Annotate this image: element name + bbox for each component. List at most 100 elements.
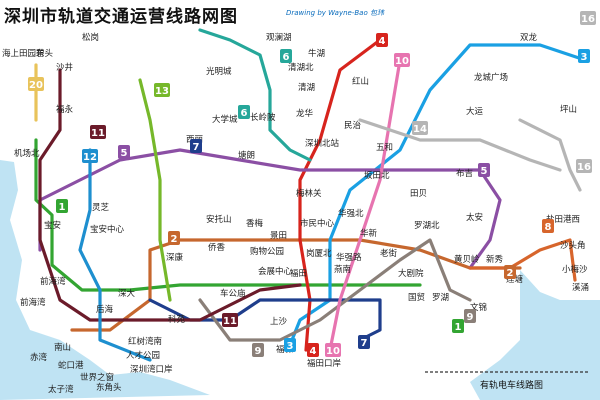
station-label: 坪山 <box>560 104 577 115</box>
line-badge-label: 7 <box>361 338 368 349</box>
station-label: 福田 <box>290 268 307 279</box>
line-badge-label: 20 <box>29 80 43 91</box>
metro-line-1 <box>34 138 422 292</box>
station-label: 盐田港西 <box>546 214 580 225</box>
station-label: 清湖 <box>298 82 315 93</box>
station-label: 华新 <box>360 228 378 239</box>
station-label: 溪涌 <box>572 282 589 293</box>
line-badge-line-9: 9 <box>252 343 264 357</box>
line-badge-label: 1 <box>59 202 66 213</box>
line-badge-label: 7 <box>193 142 200 153</box>
station-label: 双龙 <box>520 32 538 43</box>
line-badge-line-3-north: 3 <box>578 49 590 63</box>
station-label: 红树湾南 <box>128 336 162 347</box>
line-badge-label: 11 <box>91 128 105 139</box>
station-label: 田贝 <box>410 189 427 199</box>
station-label: 小梅沙 <box>562 264 588 275</box>
metro-line-5 <box>38 148 502 270</box>
station-label: 牛湖 <box>308 48 325 59</box>
line-badge-line-11-north: 11 <box>90 125 106 139</box>
metro-line-9 <box>198 238 472 342</box>
line-badge-line-1-east: 1 <box>452 319 464 333</box>
station-label: 观澜湖 <box>266 33 292 43</box>
station-label: 太子湾 <box>48 384 74 395</box>
station-label: 赤湾 <box>30 352 48 363</box>
station-label: 罗湖北 <box>414 221 440 231</box>
station-label: 太安 <box>466 212 483 223</box>
station-label: 龙华 <box>296 108 314 119</box>
station-label: 上沙 <box>270 317 288 327</box>
line-badge-label: 1 <box>455 322 462 333</box>
line-badge-line-2-west: 2 <box>168 231 180 245</box>
line-badge-label: 2 <box>507 268 514 279</box>
station-label: 福田口岸 <box>307 358 342 369</box>
station-label: 世界之窗 <box>80 372 114 383</box>
station-layer: 海上田园东 碧头 沙井 福永 机场北 宝安 前海湾 后海 南山 世界之窗 深大 … <box>2 32 589 395</box>
line-badge-label: 2 <box>171 234 178 245</box>
line-badge-line-8: 8 <box>542 219 554 233</box>
line-badge-label: 11 <box>223 316 237 327</box>
station-label: 莲塘 <box>506 274 524 285</box>
station-label: 红山 <box>352 76 369 87</box>
line-badge-label: 8 <box>545 222 552 233</box>
metro-line-11 <box>38 68 302 322</box>
station-label: 市民中心 <box>300 218 335 229</box>
tram-legend-label: 有轨电车线路图 <box>480 379 543 391</box>
line-badge-label: 5 <box>121 148 128 159</box>
station-label: 福永 <box>56 104 74 115</box>
line-badge-label: 4 <box>379 36 386 47</box>
line-badge-line-5-west: 5 <box>118 145 130 159</box>
station-label: 塘朗 <box>238 150 255 161</box>
station-label: 大运 <box>466 106 484 117</box>
station-label: 东角头 <box>96 382 122 393</box>
station-label: 梅林关 <box>296 188 322 199</box>
station-label: 文锦 <box>470 302 487 313</box>
station-label: 深大 <box>118 288 136 299</box>
line-badge-line-13: 13 <box>154 83 170 97</box>
station-label: 松岗 <box>82 32 99 43</box>
station-label: 民治 <box>344 120 362 131</box>
station-label: 科苑 <box>168 314 186 325</box>
station-label: 人才公园 <box>126 350 160 361</box>
map-credit: Drawing by Wayne-Bao 包玮 <box>286 9 384 17</box>
station-label: 老街 <box>380 248 398 259</box>
station-label: 光明城 <box>206 66 232 77</box>
line-badge-line-3-south: 3 <box>284 338 296 352</box>
station-label: 沙井 <box>56 62 73 73</box>
line-badge-line-9-east: 9 <box>464 309 476 323</box>
line-badge-label: 3 <box>287 341 294 352</box>
station-label: 车公庙 <box>220 288 246 299</box>
station-label: 购物公园 <box>250 246 284 257</box>
line-badge-line-14: 14 <box>412 121 428 135</box>
line-badge-label: 10 <box>395 56 409 67</box>
station-label: 深康 <box>166 252 184 263</box>
metro-line-16 <box>518 118 582 192</box>
line-badge-label: 3 <box>581 52 588 63</box>
station-label: 侨香 <box>208 242 226 253</box>
line-badge-label: 13 <box>155 86 169 97</box>
station-label: 机场北 <box>14 148 40 159</box>
station-label: 前海湾 <box>20 297 46 308</box>
station-label: 罗湖 <box>432 293 449 303</box>
line-badge-line-16-top: 16 <box>580 11 596 25</box>
line-badge-line-4-north: 4 <box>376 33 388 47</box>
line-badge-label: 10 <box>326 346 340 357</box>
line-badge-line-6-north: 6 <box>280 49 292 63</box>
metro-line-8 <box>468 238 577 282</box>
station-label: 五和 <box>376 143 393 153</box>
line-badge-label: 14 <box>413 124 427 135</box>
line-badge-line-6-center: 6 <box>238 105 250 119</box>
station-label: 岗厦北 <box>306 248 332 259</box>
line-badge-line-5-east: 5 <box>478 163 490 177</box>
metro-line-6 <box>198 28 312 162</box>
line-badge-label: 9 <box>255 346 262 357</box>
station-label: 燕南 <box>334 264 351 275</box>
station-label: 沙头角 <box>560 240 586 251</box>
station-label: 大剧院 <box>398 268 424 279</box>
station-label: 前海湾 <box>40 276 66 287</box>
line-badge-label: 16 <box>581 14 595 25</box>
line-badge-label: 5 <box>481 166 488 177</box>
station-label: 安托山 <box>206 214 232 225</box>
station-label: 黄贝岭 <box>454 254 480 265</box>
